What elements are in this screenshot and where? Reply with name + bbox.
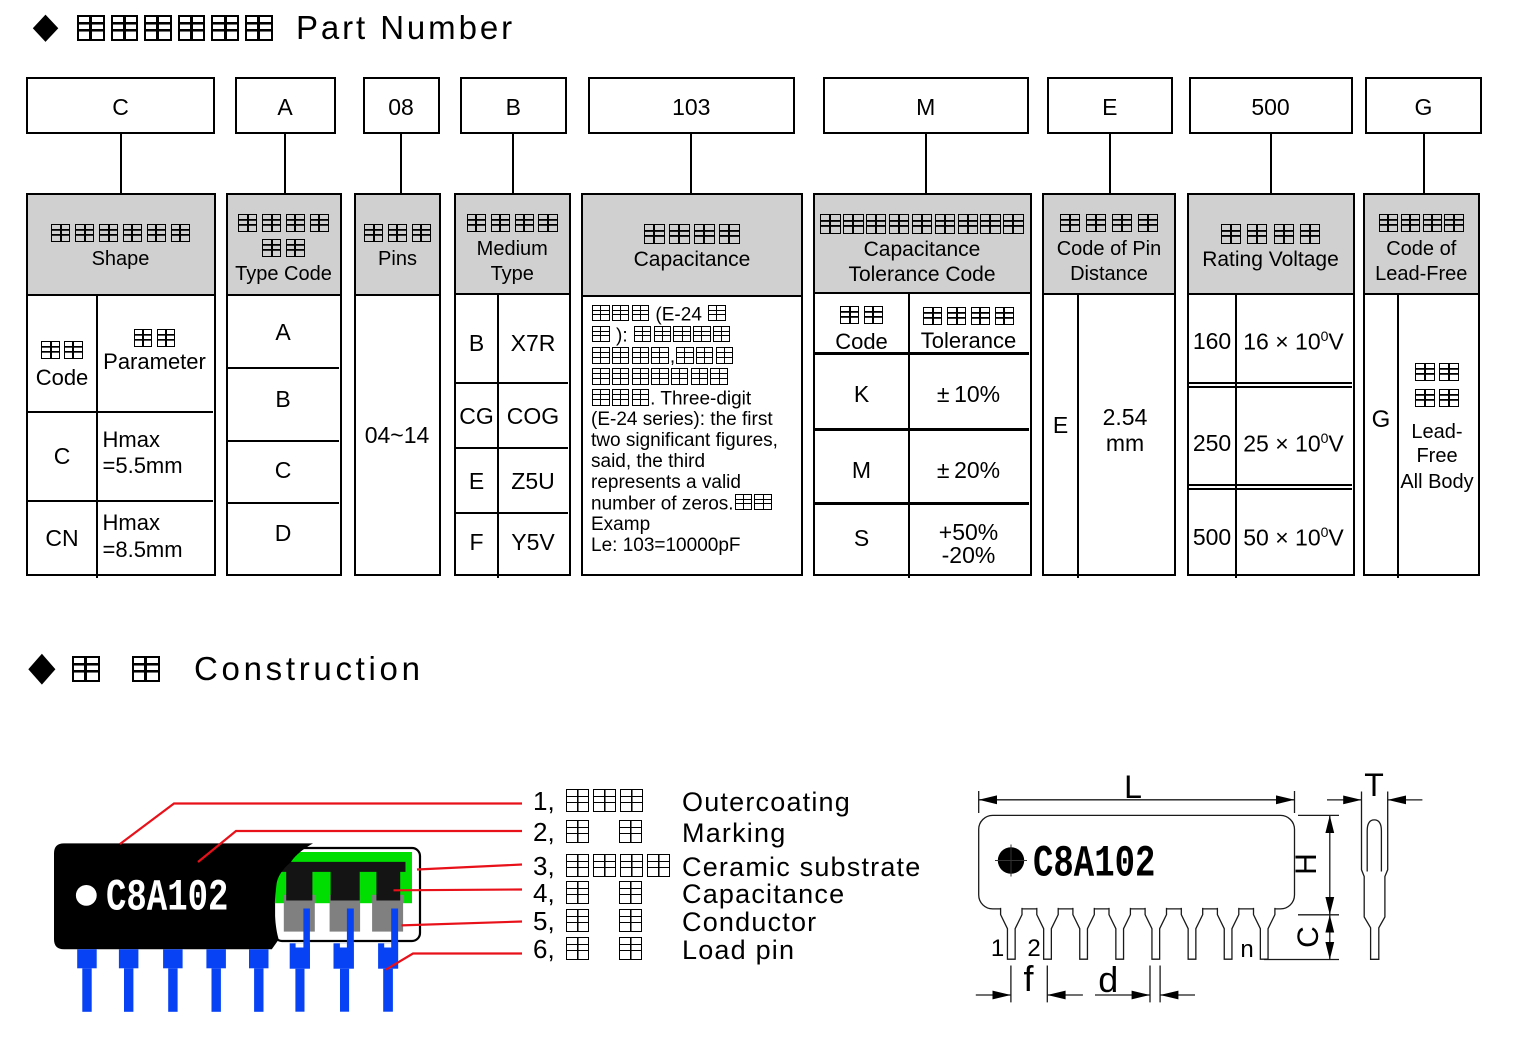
svg-text:f: f [1023,958,1034,999]
svg-text:C: C [1292,926,1325,948]
svg-text:L: L [1124,769,1142,805]
svg-text:n: n [1240,936,1253,963]
svg-text:2: 2 [1027,935,1040,962]
svg-text:1: 1 [991,935,1004,962]
svg-text:d: d [1098,959,1118,1000]
svg-text:T: T [1364,767,1384,803]
svg-text:H: H [1290,853,1323,875]
